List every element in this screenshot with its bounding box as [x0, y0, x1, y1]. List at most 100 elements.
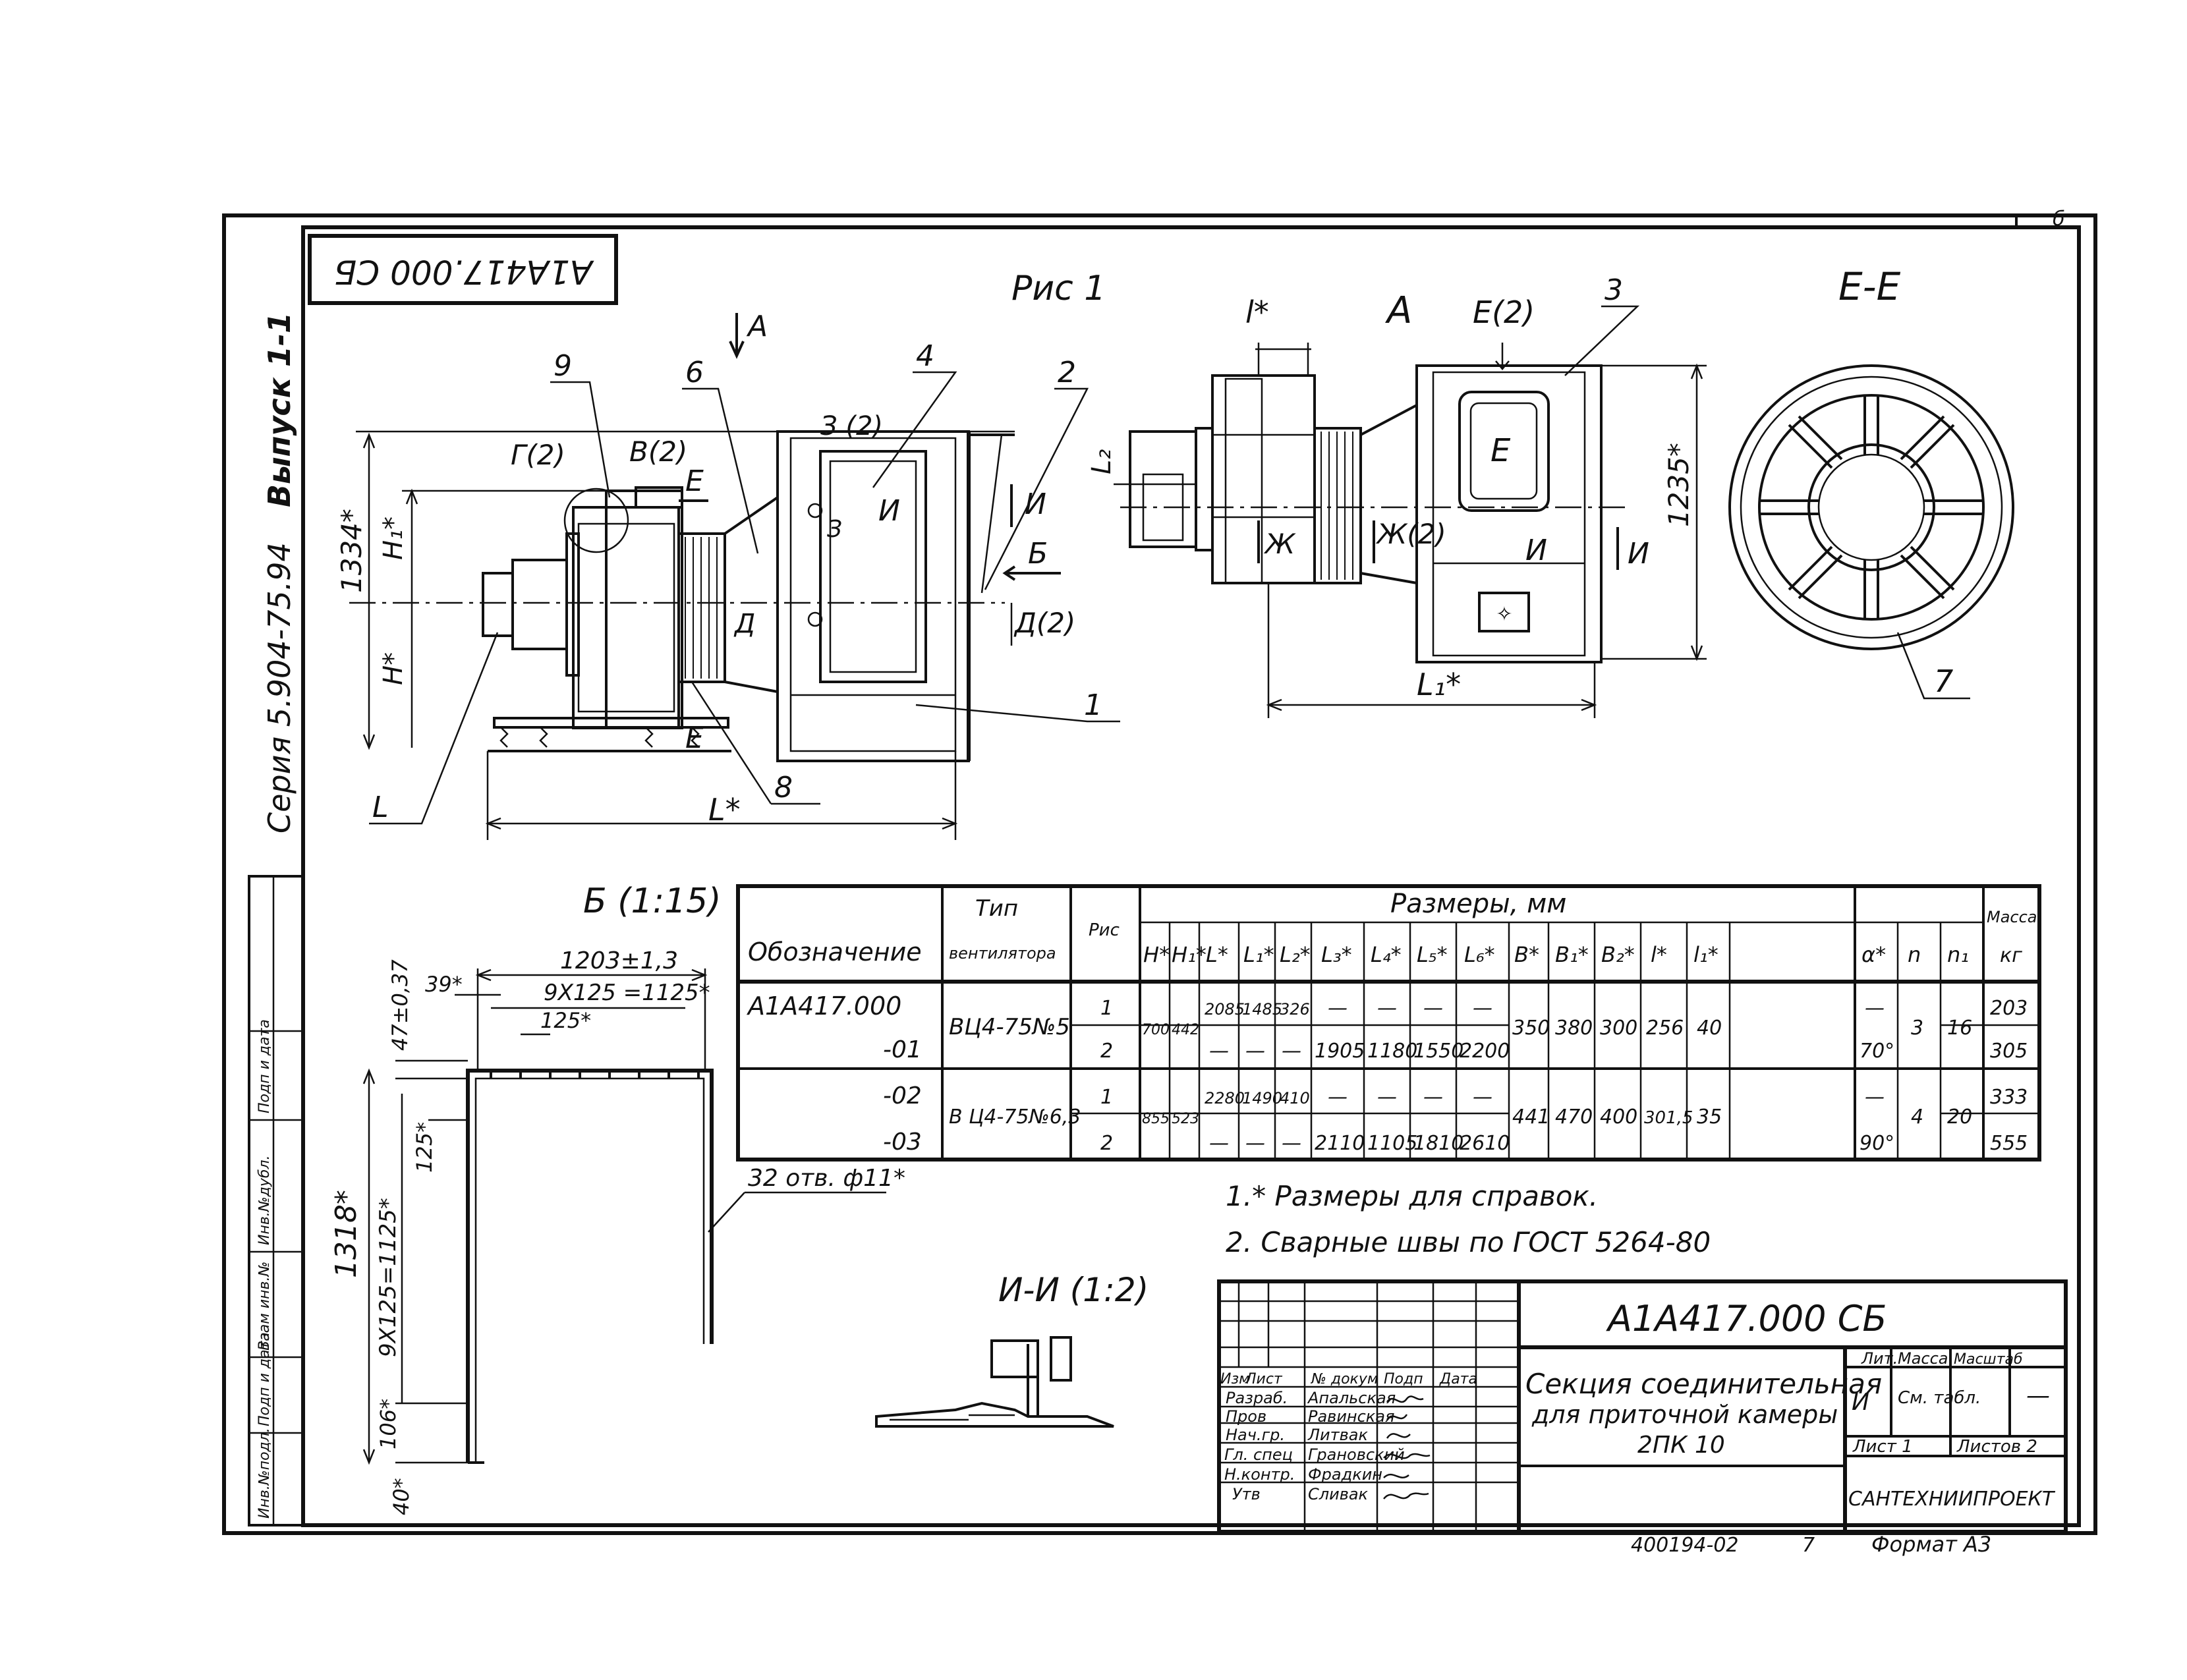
fig1-callout-6: 6 [685, 356, 704, 389]
row2-mass: 333 [1990, 1086, 2028, 1109]
fig1-section-b: Б [1028, 537, 1048, 571]
view-a-l2: L₂ [1087, 449, 1117, 474]
col-h1: H₁* [1172, 942, 1207, 967]
ch-sign: Подп [1384, 1371, 1423, 1387]
view-b-dim-top: 47±0,37 [387, 959, 412, 1051]
row1-l5: 1550 [1413, 1040, 1463, 1063]
group1-b2: 400 [1600, 1106, 1637, 1129]
view-a-dim-l1: L₁* [1417, 667, 1461, 702]
fig1-dim-l: L [372, 791, 389, 824]
group1-b: 441 [1512, 1106, 1550, 1129]
mass-value: См. табл. [1898, 1388, 1981, 1408]
figure-1: Рис 1 А [335, 269, 1120, 840]
view-a-i-left: И [1525, 534, 1547, 567]
table-header-fan-1: Тип [975, 895, 1018, 922]
title-block-name-2: для приточной камеры [1531, 1400, 1838, 1429]
name-2: Литвак [1307, 1426, 1368, 1444]
ch-doc: № докум [1311, 1371, 1378, 1387]
stamp-inv-podl: Инв.№подл. [256, 1428, 273, 1519]
note-2: 2. Сварные швы по ГОСТ 5264-80 [1226, 1226, 1711, 1258]
view-a-i-right: И [1628, 537, 1649, 571]
col-n1: n₁ [1947, 942, 1969, 967]
group0-h1: 442 [1172, 1022, 1199, 1038]
row2-l4: — [1377, 1086, 1397, 1109]
rotated-code-box: A1A417.000 СБ [308, 234, 618, 305]
row2-l2: 410 [1280, 1089, 1310, 1107]
stamp-vzam-inv: Взам инв.№ [256, 1262, 273, 1351]
view-i-i: И-И (1:2) [875, 1271, 1149, 1428]
group0-l: 256 [1646, 1017, 1684, 1040]
row1-l1: — [1245, 1040, 1265, 1063]
row3-l4: 1105 [1367, 1132, 1417, 1155]
fig1-section-e-bottom: Е [685, 721, 704, 755]
row3-alpha: 90° [1860, 1132, 1894, 1155]
col-l2: L₂* [1280, 942, 1311, 967]
row2-designation: -02 [883, 1082, 922, 1109]
change-headers: Изм Лист № докум Подп Дата [1220, 1371, 1477, 1387]
section-e-e: Е-Е 7 [1728, 264, 2014, 700]
view-b-dim-width: 1203±1,3 [560, 947, 678, 974]
group1-n: 4 [1911, 1106, 1923, 1129]
name-0: Апальская [1307, 1389, 1396, 1407]
ch-izm: Изм [1220, 1371, 1250, 1387]
view-a-callout-3: 3 [1605, 273, 1623, 307]
side-stamp-strip: Инв.№подл. Подп и дата Взам инв.№ Инв.№д… [248, 875, 304, 1526]
stage-header: Лит. [1861, 1349, 1898, 1368]
group0-b1: 380 [1555, 1017, 1593, 1040]
fig1-callout-1: 1 [1084, 688, 1102, 722]
row1-l: — [1209, 1040, 1229, 1063]
table-header-designation: Обозначение [748, 938, 922, 966]
title-block-name-1: Секция соединительная [1525, 1368, 1882, 1400]
footer: 400194-02 7 Формат А3 [1631, 1532, 1991, 1557]
fig1-callout-2: 2 [1058, 356, 1076, 389]
row0-alpha: — [1865, 997, 1885, 1020]
group0-b: 350 [1512, 1017, 1550, 1040]
row0-mass: 203 [1990, 997, 2028, 1020]
group1-h1: 523 [1172, 1111, 1199, 1127]
view-ii-title: И-И (1:2) [998, 1271, 1149, 1309]
title-block-code: A1A417.000 СБ [1606, 1298, 1887, 1339]
row1-alpha: 70° [1860, 1040, 1894, 1063]
col-l1-small: l₁* [1693, 942, 1718, 967]
view-b-dim-edge: 39* [425, 972, 463, 997]
fig1-section-e-top: Е [685, 464, 704, 498]
ch-date: Дата [1439, 1371, 1477, 1387]
row1-l4: 1180 [1367, 1040, 1417, 1063]
corner-sheet-number: б [2053, 208, 2065, 231]
group1-fan: В Ц4-75№6,3 [949, 1106, 1081, 1129]
title-block-name-3: 2ПК 10 [1637, 1432, 1725, 1459]
row0-fig: 1 [1100, 997, 1113, 1020]
view-a-title: А [1385, 289, 1412, 332]
row2-l3: — [1328, 1086, 1348, 1109]
fig1-section-i-left: И [878, 494, 900, 528]
row1-l6: 2200 [1460, 1040, 1510, 1063]
role-2: Нач.гр. [1226, 1426, 1285, 1444]
table-header-fan-2: вентилятора [949, 944, 1056, 963]
row2-l6: — [1473, 1086, 1492, 1109]
role-0: Разраб. [1226, 1389, 1288, 1407]
row0-l4: — [1377, 997, 1397, 1020]
row0-l1: 1485 [1242, 1000, 1282, 1019]
fig1-detail-z-short: З [827, 516, 842, 543]
parameters-table: Обозначение Тип вентилятора Рис Размеры,… [736, 884, 2041, 1162]
row1-l2: — [1282, 1040, 1301, 1063]
row3-l5: 1810 [1413, 1132, 1463, 1155]
group0-fan: ВЦ4-75№5 [949, 1014, 1070, 1040]
fig1-detail-v: В(2) [629, 435, 687, 468]
group1-l: 301,5 [1644, 1108, 1693, 1128]
row3-l1: — [1245, 1132, 1265, 1155]
rotated-code: A1A417.000 СБ [334, 253, 594, 291]
col-l-small: l* [1651, 942, 1667, 967]
view-a-zh2: Ж(2) [1375, 518, 1446, 550]
col-alpha: α* [1861, 942, 1886, 967]
scale-value: — [2026, 1382, 2050, 1409]
fig1-dim-1334: 1334* [335, 509, 368, 593]
group1-b1: 470 [1555, 1106, 1593, 1129]
side-label-issue: Выпуск 1-1 [262, 312, 297, 507]
row0-l3: — [1328, 997, 1348, 1020]
fig1-dim-length: L* [708, 792, 741, 827]
fig1-detail-d-short: Д [733, 609, 755, 639]
note-1: 1.* Размеры для справок. [1226, 1180, 1598, 1212]
view-a-zh: Ж [1263, 528, 1296, 560]
ch-list: Лист [1245, 1371, 1283, 1387]
